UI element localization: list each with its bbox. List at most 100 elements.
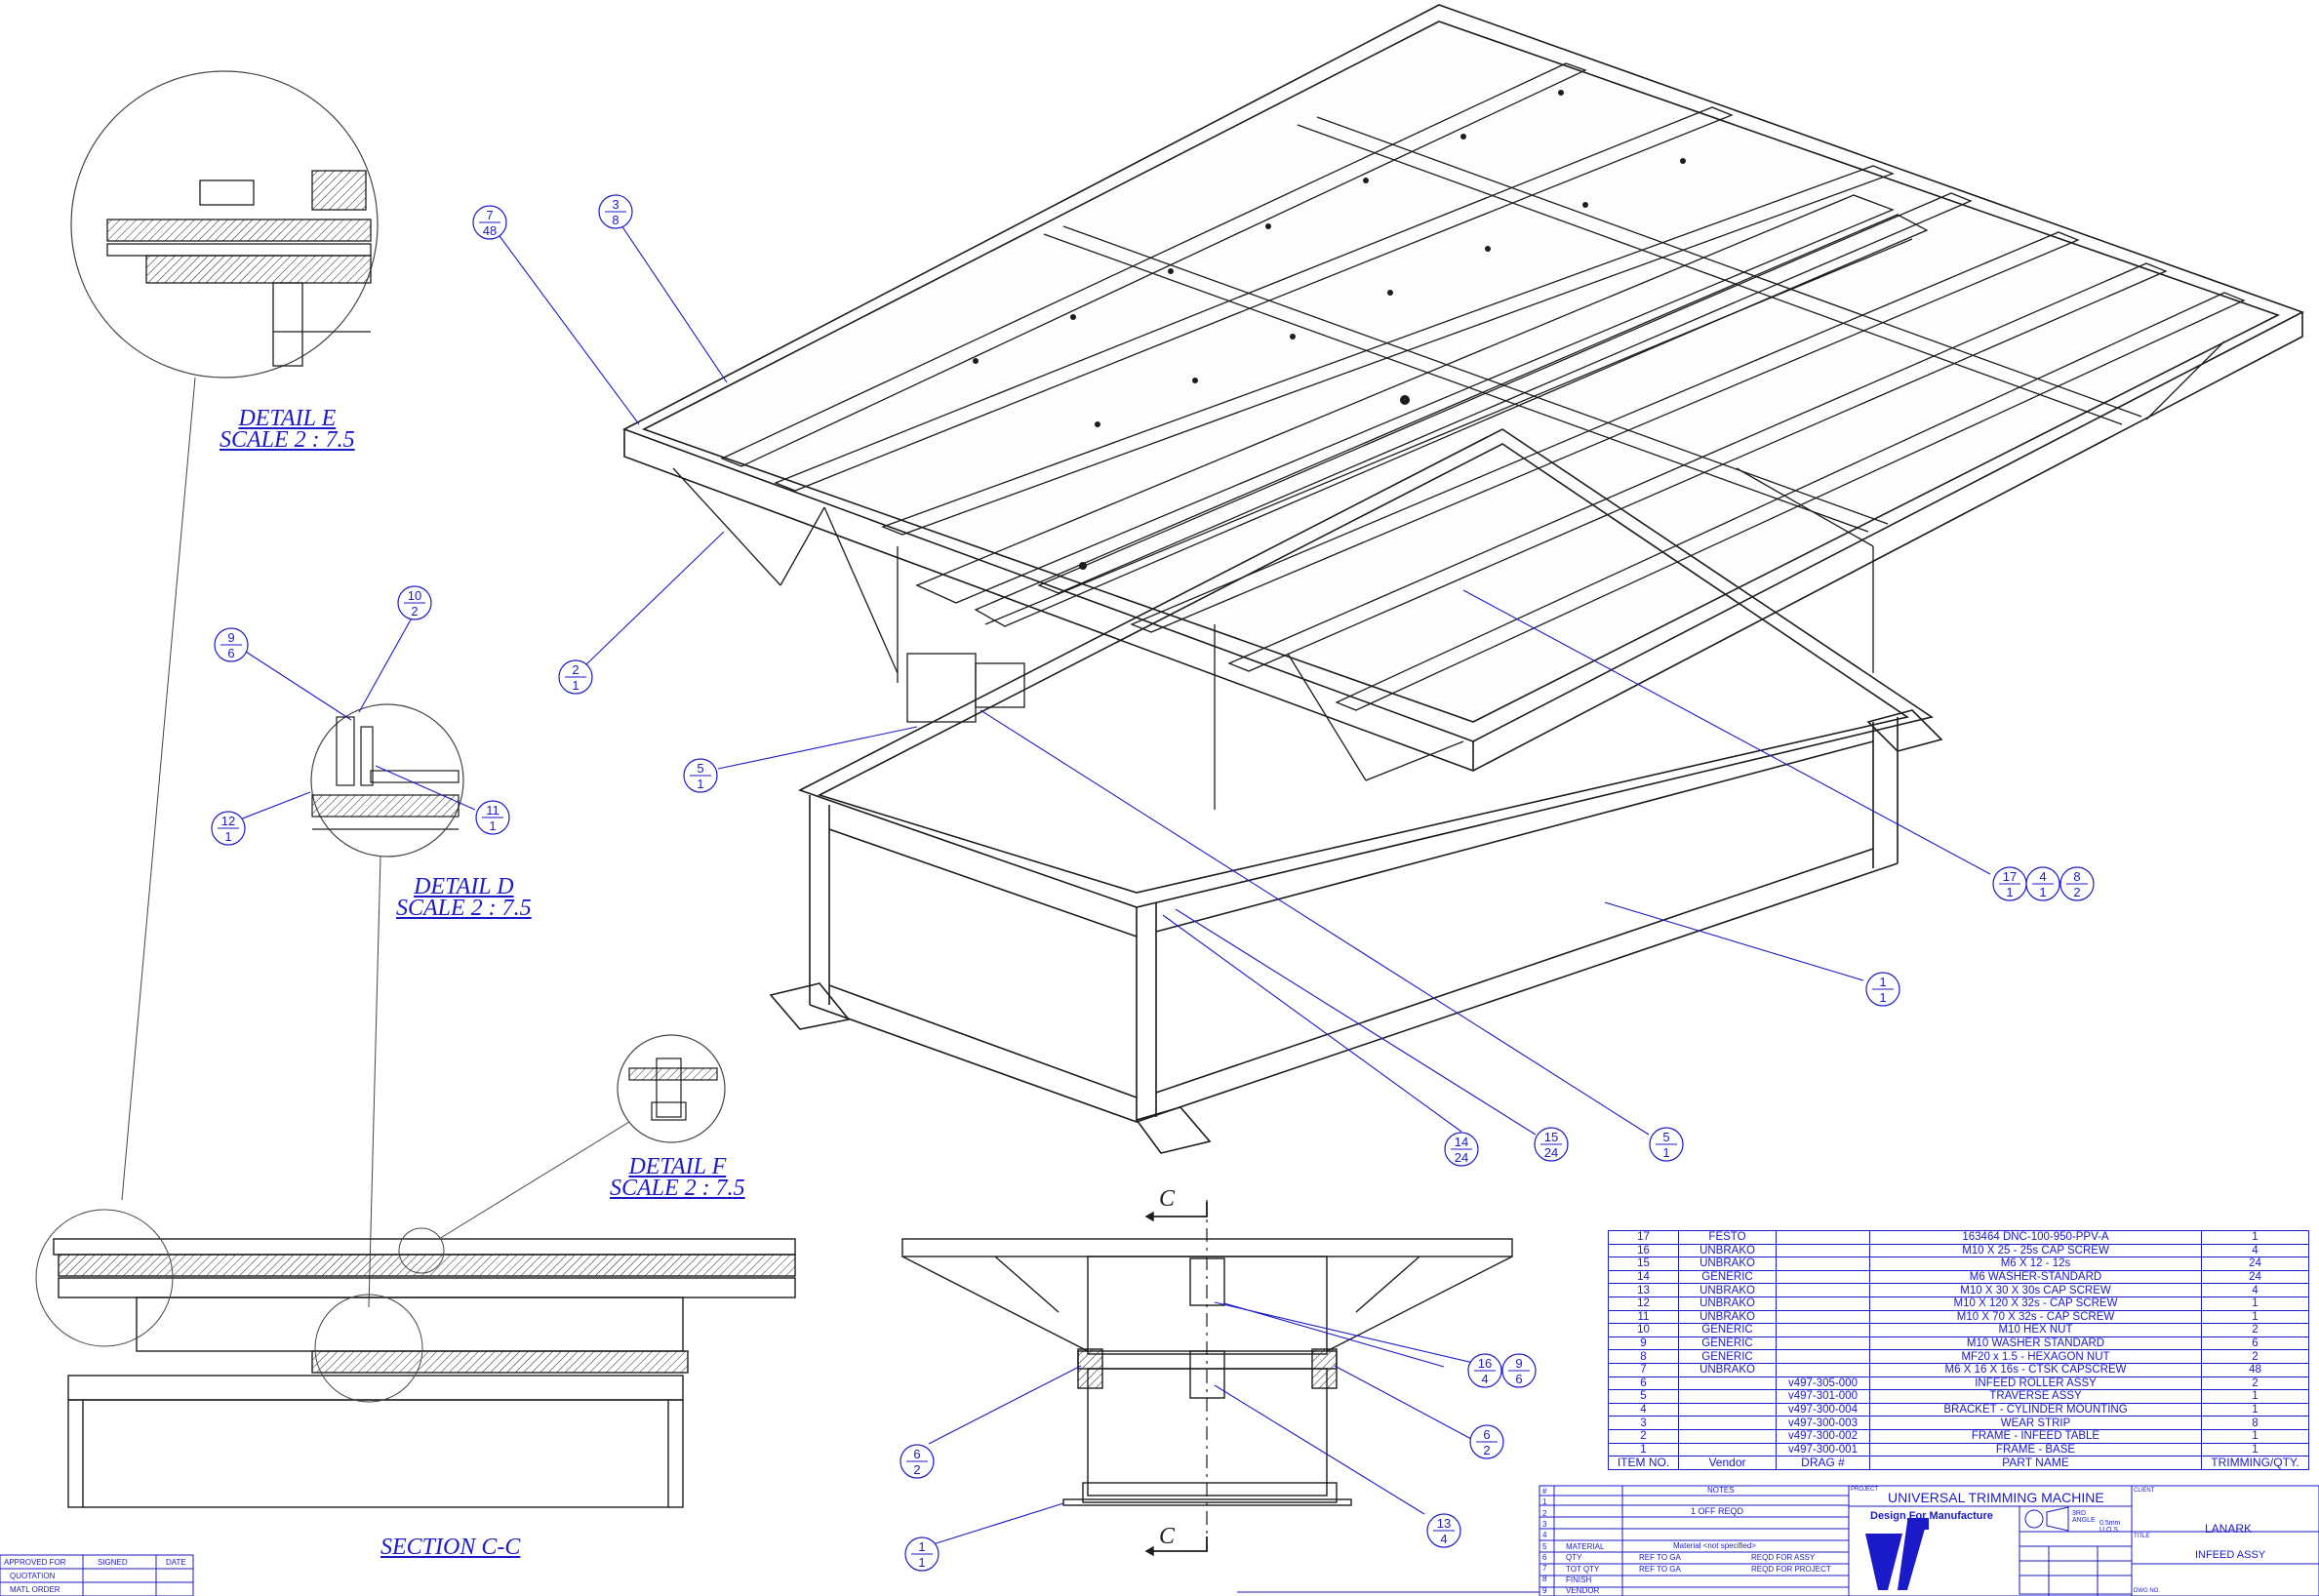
bom-vendor: UNBRAKO	[1678, 1283, 1777, 1297]
item-balloon: 51	[683, 758, 718, 793]
bom-part-name: M10 X 70 X 32s - CAP SCREW	[1869, 1309, 2202, 1325]
balloon-quantity: 1	[697, 777, 703, 791]
item-balloon: 21	[558, 659, 593, 695]
bom-vendor: GENERIC	[1678, 1349, 1777, 1364]
bom-part-name: M10 X 120 X 32s - CAP SCREW	[1869, 1296, 2202, 1311]
bom-qty: 1	[2201, 1296, 2309, 1311]
bom-qty: 1	[2201, 1402, 2309, 1417]
section-c-c-view	[35, 1209, 796, 1508]
balloon-quantity: 1	[1662, 1145, 1669, 1160]
isometric-assembly-view	[622, 4, 2305, 1154]
detail-e-view	[70, 70, 379, 379]
bom-item-no: 17	[1608, 1230, 1679, 1245]
bom-qty: 6	[2201, 1336, 2309, 1351]
balloon-item-number: 9	[227, 630, 234, 645]
bom-drag-no: DRAG #	[1776, 1456, 1870, 1470]
bom-part-name: M10 HEX NUT	[1869, 1323, 2202, 1337]
bom-qty: 2	[2201, 1349, 2309, 1364]
front-elevation-view	[901, 1200, 1513, 1557]
item-balloon: 111	[475, 800, 510, 835]
bom-vendor	[1678, 1428, 1777, 1444]
balloon-item-number: 4	[2039, 869, 2046, 884]
balloon-item-number: 13	[1437, 1516, 1451, 1531]
item-balloon: 62	[900, 1444, 935, 1479]
detail-d-scale: SCALE 2 : 7.5	[396, 896, 532, 921]
balloon-item-number: 6	[913, 1447, 920, 1461]
item-balloon: 102	[397, 585, 432, 620]
detail-connector-lines	[121, 377, 630, 1308]
qty-reqd: REQD FOR ASSY	[1751, 1553, 1816, 1562]
bom-part-name: TRAVERSE ASSY	[1869, 1389, 2202, 1404]
bom-part-name: BRACKET - CYLINDER MOUNTING	[1869, 1402, 2202, 1417]
balloon-item-number: 5	[697, 761, 703, 776]
bom-drag-no	[1776, 1257, 1870, 1271]
section-mark-bottom: C	[1159, 1524, 1176, 1549]
bom-drag-no	[1776, 1336, 1870, 1351]
balloon-quantity: 1	[2039, 885, 2046, 899]
signed-header: SIGNED	[98, 1558, 128, 1567]
tolerance: 0.5mm U.O.S.	[2099, 1520, 2121, 1534]
title-block-row-number: 2	[1542, 1508, 1547, 1518]
bom-drag-no	[1776, 1283, 1870, 1297]
bom-drag-no	[1776, 1269, 1870, 1285]
bom-item-no: 6	[1608, 1376, 1679, 1391]
material-value: Material <not specified>	[1673, 1541, 1756, 1550]
balloon-quantity: 2	[2073, 885, 2080, 899]
tot-reqd: REQD FOR PROJECT	[1751, 1565, 1831, 1574]
bom-vendor: GENERIC	[1678, 1269, 1777, 1285]
item-balloon: 11	[1865, 972, 1900, 1007]
balloon-quantity: 6	[227, 646, 234, 660]
bom-part-name: M6 WASHER-STANDARD	[1869, 1269, 2202, 1285]
qty-ref: REF TO GA	[1639, 1553, 1681, 1562]
detail-e-title: DETAIL E	[238, 406, 337, 431]
bom-part-name: FRAME - INFEED TABLE	[1869, 1428, 2202, 1444]
client-label: CLIENT	[2134, 1488, 2155, 1494]
detail-f-view	[617, 1034, 726, 1143]
item-balloons: 7483821102961211115117141821114241524511…	[211, 194, 2095, 1572]
bom-qty: 24	[2201, 1257, 2309, 1271]
item-balloon: 748	[472, 205, 507, 240]
bom-item-no: 5	[1608, 1389, 1679, 1404]
bom-part-name: INFEED ROLLER ASSY	[1869, 1376, 2202, 1391]
bom-vendor: FESTO	[1678, 1230, 1777, 1245]
notes-header: NOTES	[1707, 1486, 1735, 1495]
bom-drag-no	[1776, 1309, 1870, 1325]
balloon-item-number: 5	[1662, 1130, 1669, 1144]
bom-drag-no	[1776, 1230, 1870, 1245]
detail-f-scale: SCALE 2 : 7.5	[610, 1176, 745, 1201]
item-balloon: 41	[2025, 866, 2060, 901]
bom-item-no: 8	[1608, 1349, 1679, 1364]
title-block-row-number: 3	[1542, 1519, 1547, 1529]
bom-part-name: M10 X 25 - 25s CAP SCREW	[1869, 1243, 2202, 1258]
quotation-row: QUOTATION	[10, 1572, 56, 1580]
item-balloon: 96	[214, 627, 249, 662]
project-name: UNIVERSAL TRIMMING MACHINE	[1888, 1490, 2104, 1505]
bom-item-no: 15	[1608, 1257, 1679, 1271]
bom-item-no: 11	[1608, 1309, 1679, 1325]
projection-angle: 3RD ANGLE	[2072, 1510, 2096, 1524]
item-balloon: 62	[1469, 1424, 1504, 1459]
leader-lines	[239, 221, 1991, 1547]
balloon-item-number: 6	[1483, 1427, 1490, 1442]
drawing-title: INFEED ASSY	[2195, 1549, 2266, 1561]
bom-vendor: UNBRAKO	[1678, 1362, 1777, 1377]
balloon-quantity: 1	[918, 1555, 925, 1570]
bom-item-no: 2	[1608, 1428, 1679, 1444]
balloon-item-number: 12	[221, 814, 235, 828]
bom-item-no: 12	[1608, 1296, 1679, 1311]
section-mark-top: C	[1159, 1186, 1176, 1212]
balloon-quantity: 1	[572, 678, 579, 693]
